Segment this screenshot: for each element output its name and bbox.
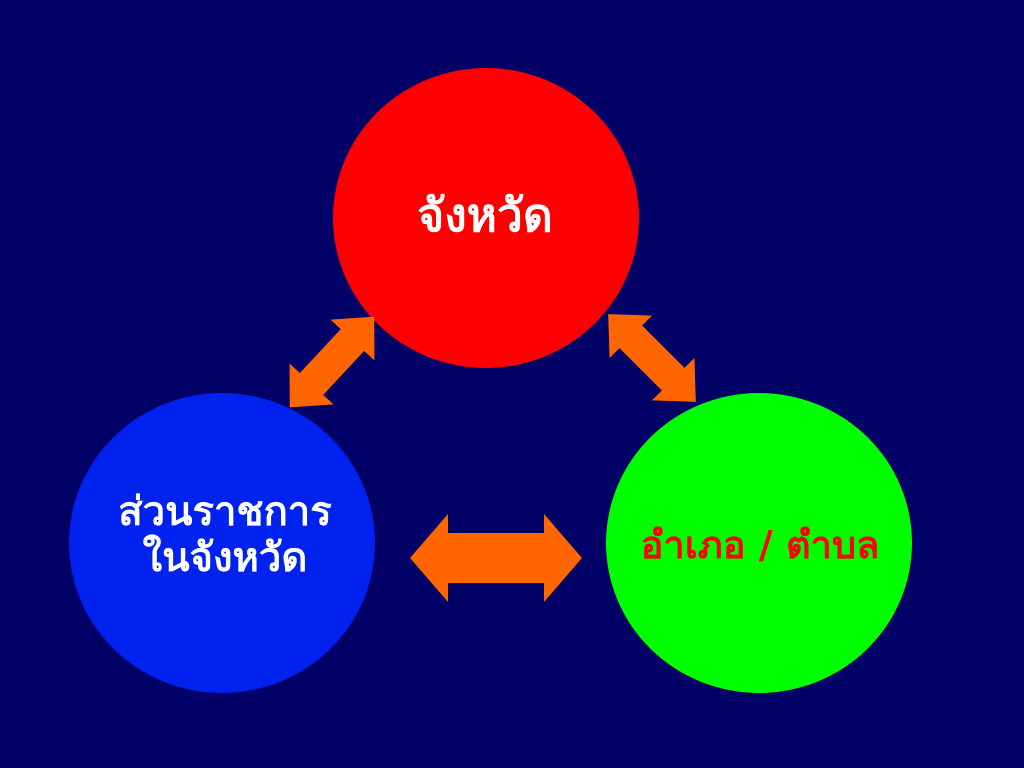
province-label: จังหวัด <box>417 187 553 242</box>
circle-province <box>333 68 639 368</box>
arrow-left-to-top <box>289 316 375 408</box>
arrow-top-to-right <box>608 314 696 402</box>
provincial-agencies-label-line2: ในจังหวัด <box>142 534 308 581</box>
provincial-agencies-label-line1: ส่วนราชการ <box>118 488 332 535</box>
provincial-agencies-label: ส่วนราชการ ในจังหวัด <box>70 470 380 600</box>
district-subdistrict-label: อำเภอ / ตำบล <box>640 522 880 568</box>
arrow-left-to-right <box>410 514 582 602</box>
circle-provincial-agencies <box>69 393 375 693</box>
circle-district-subdistrict <box>606 393 912 693</box>
